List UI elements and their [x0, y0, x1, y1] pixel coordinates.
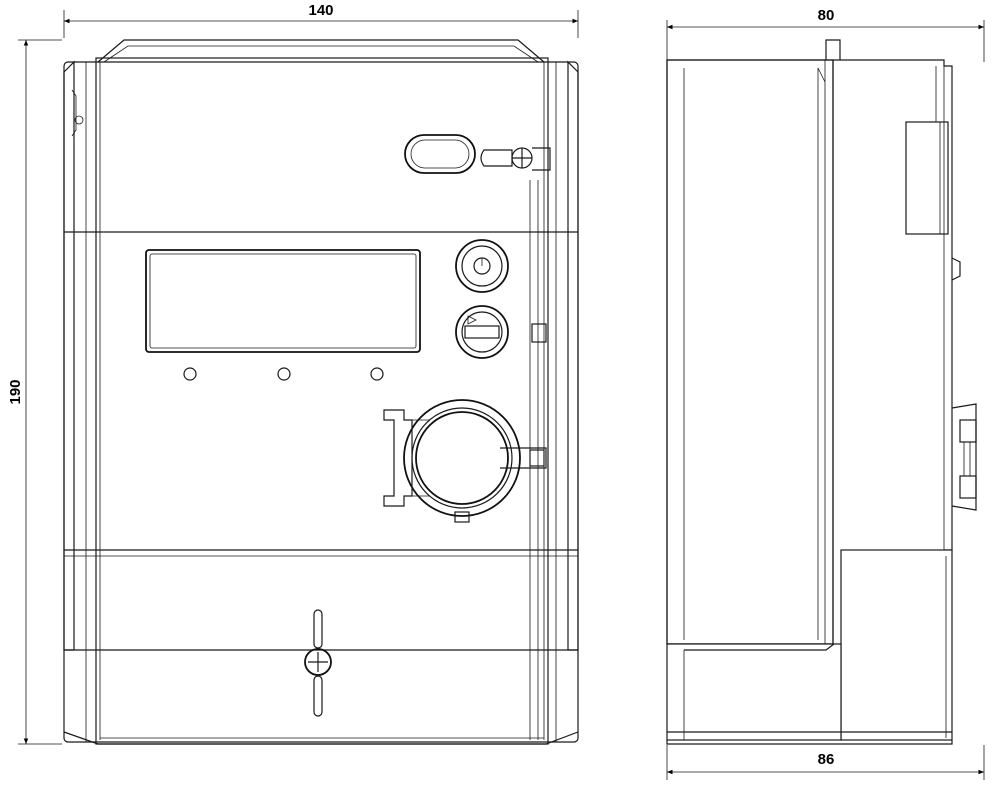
- front-view: 140 190: [7, 2, 579, 745]
- meter-housing: [63, 39, 579, 745]
- side-depth-bottom-dimension: 86: [666, 745, 985, 780]
- optical-port-window: [404, 134, 476, 174]
- led-2: [277, 367, 291, 381]
- side-depth-bottom-label: 86: [818, 751, 835, 768]
- top-seal-screw: [480, 147, 551, 171]
- side-cover: [666, 39, 841, 645]
- front-height-label: 190: [7, 379, 24, 404]
- side-terminal-block: [666, 549, 953, 745]
- side-depth-top-label: 80: [818, 7, 835, 24]
- side-base: [833, 59, 977, 551]
- optical-port-cover: [383, 399, 547, 523]
- lcd-display: [145, 249, 421, 353]
- front-width-label: 140: [308, 2, 333, 19]
- front-height-dimension: 190: [7, 39, 62, 745]
- side-depth-top-dimension: 80: [666, 7, 985, 62]
- terminal-cover-screw: [304, 609, 332, 717]
- round-button-bottom[interactable]: [455, 305, 509, 359]
- led-3: [370, 367, 384, 381]
- side-view: 80 86: [666, 7, 985, 780]
- front-width-dimension: 140: [63, 2, 579, 38]
- round-button-top[interactable]: [455, 239, 509, 293]
- led-1: [183, 367, 197, 381]
- rail-clip: [531, 323, 547, 343]
